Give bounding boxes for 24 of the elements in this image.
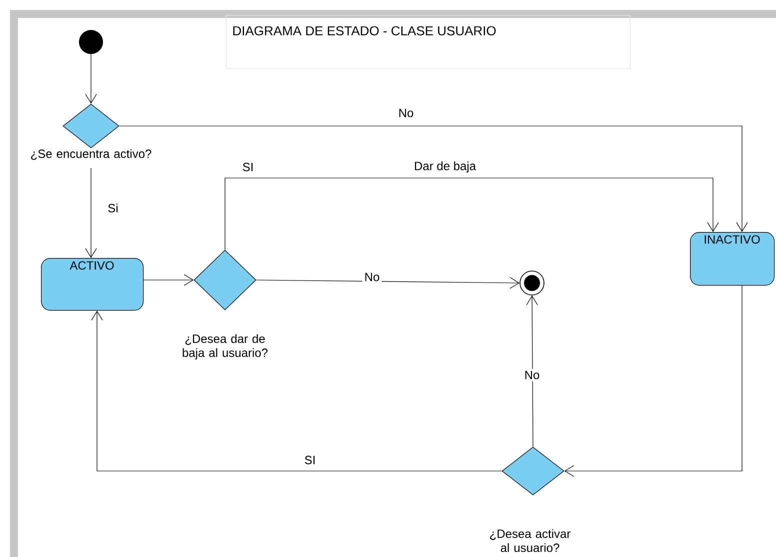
decision-label: ¿Desea activar al usuario?	[490, 529, 570, 552]
arrow	[564, 285, 742, 477]
decision-label: ¿Se encuentra activo?	[31, 149, 152, 160]
edge-label: Si	[108, 204, 118, 212]
arrow	[143, 274, 194, 286]
edge-label: No	[365, 272, 380, 282]
arrow	[526, 295, 538, 447]
arrow	[224, 178, 719, 250]
edge-label: SI	[304, 456, 315, 464]
initial-state-dot	[79, 30, 103, 54]
arrow	[91, 310, 502, 472]
edge-label: No	[399, 108, 414, 118]
edge-label: No	[525, 370, 540, 380]
title-box: DIAGRAMA DE ESTADO - CLASE USUARIO	[226, 15, 631, 69]
edge-label: Dar de baja	[414, 161, 476, 173]
state-box: INACTIVO	[690, 232, 775, 286]
guard-label: SI	[242, 162, 253, 172]
arrow	[85, 54, 97, 104]
decision-label: ¿Desea dar de baja al usuario?	[182, 334, 268, 360]
arrow	[85, 168, 97, 258]
arrow	[256, 277, 520, 289]
state-box: ACTIVO	[41, 258, 144, 311]
arrow	[119, 126, 748, 232]
final-state-symbol	[520, 270, 544, 296]
